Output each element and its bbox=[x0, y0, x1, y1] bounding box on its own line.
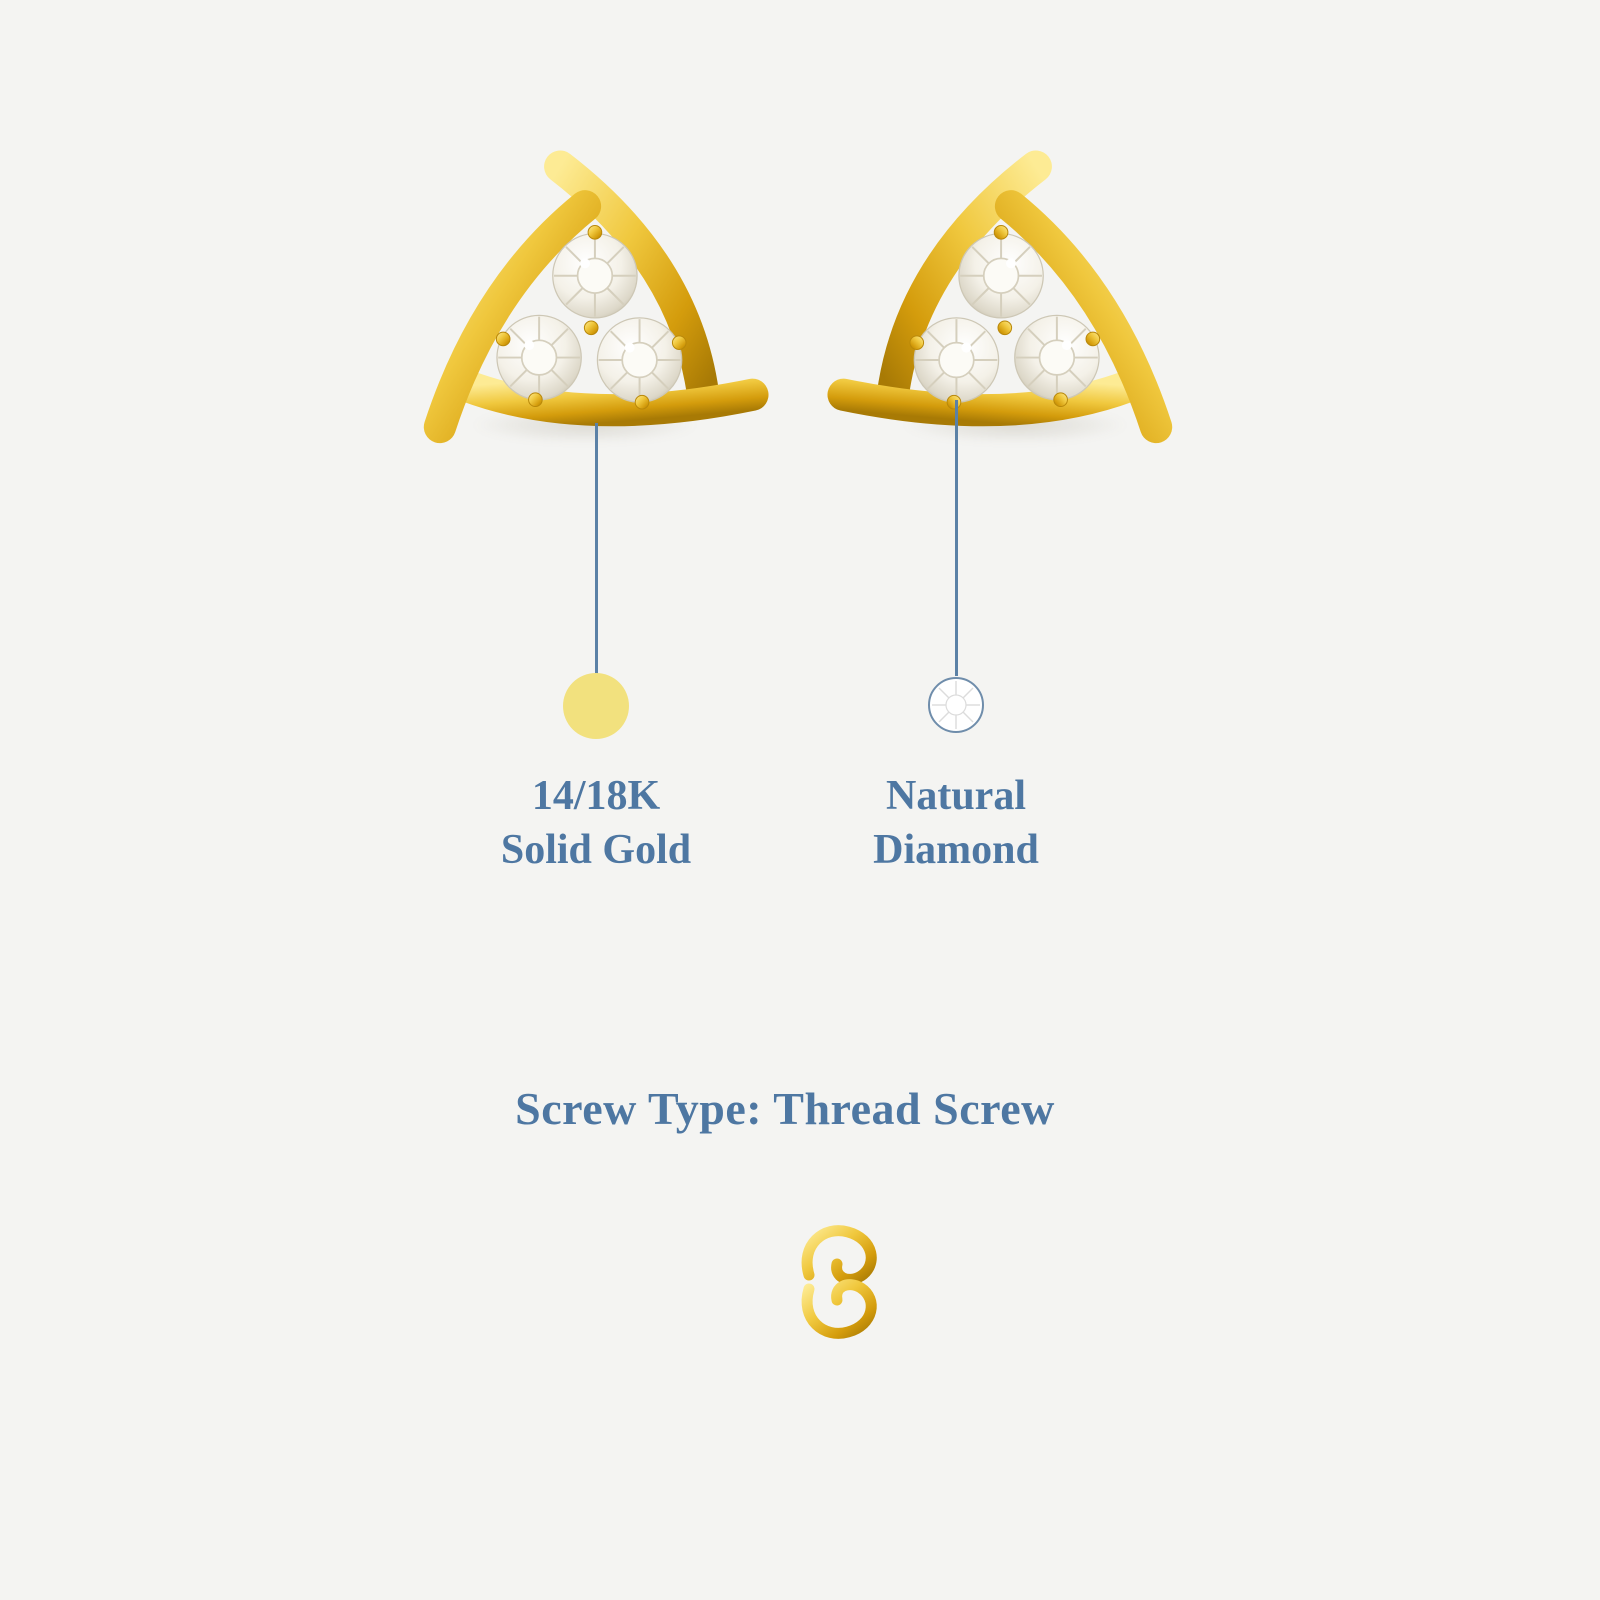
right-earring-image bbox=[856, 148, 1166, 458]
screw-back-illustration bbox=[635, 1225, 921, 1339]
diamond-material-line2: Diamond bbox=[873, 826, 1039, 873]
clutch-top-curl bbox=[801, 1225, 877, 1285]
clutch-bottom-curl bbox=[801, 1279, 877, 1339]
left-earring-image bbox=[430, 148, 740, 458]
gold-material-line2: Solid Gold bbox=[500, 826, 692, 873]
gold-callout-line bbox=[595, 423, 598, 674]
diamond-material-label: Natural Diamond bbox=[806, 770, 1106, 878]
gold-material-label: 14/18K Solid Gold bbox=[446, 770, 746, 878]
diamond-swatch bbox=[928, 677, 984, 733]
diamond-material-line1: Natural bbox=[886, 773, 1026, 819]
gold-swatch bbox=[563, 673, 629, 739]
gold-material-line1: 14/18K bbox=[531, 773, 661, 819]
diamond-callout-line bbox=[955, 400, 958, 676]
screw-type-heading: Screw Type: Thread Screw bbox=[515, 1083, 1055, 1134]
